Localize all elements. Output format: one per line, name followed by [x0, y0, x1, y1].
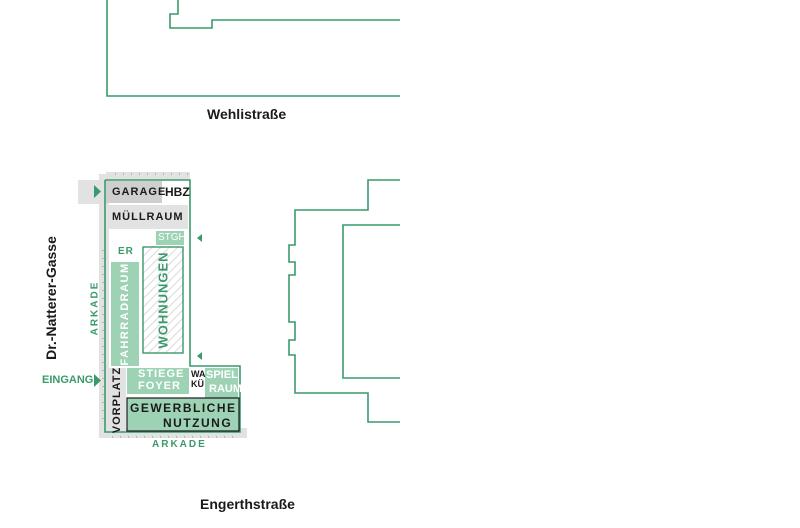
stgh-block — [156, 231, 184, 245]
label-arkade-bottom: ARKADE — [152, 439, 207, 450]
building-outline-right-outer — [288, 179, 400, 423]
label-er: ER — [118, 246, 134, 257]
label-kue: KÜ — [191, 379, 204, 389]
eingang-arrow — [94, 374, 101, 387]
building-outline-right-inner — [342, 224, 400, 379]
label-fahrradraum: FAHRRADRAUM — [119, 262, 131, 366]
gewerbliche-inner — [126, 397, 240, 432]
label-vorplatz: VORPLATZ — [111, 366, 123, 434]
building-outline-top-step — [169, 0, 400, 29]
label-garage: GARAGE — [112, 186, 167, 198]
label-muellraum: MÜLLRAUM — [112, 211, 184, 223]
fahrradraum-block — [111, 262, 139, 366]
muellraum-block — [106, 205, 188, 229]
label-arkade-side: ARKADE — [89, 280, 101, 336]
garage-block — [106, 181, 162, 203]
street-label-left: Dr.-Natterer-Gasse — [43, 236, 59, 360]
label-foyer: FOYER — [138, 380, 181, 392]
marker-upper — [197, 234, 202, 242]
wohnungen-block — [142, 246, 184, 354]
label-wa: WA — [191, 369, 206, 379]
marker-lower — [197, 352, 202, 360]
label-gewerbliche: GEWERBLICHE — [130, 401, 237, 415]
street-label-bottom: Engerthstraße — [200, 496, 295, 512]
label-stgh: STGH — [158, 232, 186, 243]
street-label-top: Wehlistraße — [207, 106, 287, 122]
building-outline-top — [106, 0, 400, 97]
label-stiege: STIEGE — [138, 368, 185, 380]
label-wohnungen: WOHNUNGEN — [155, 251, 171, 349]
wohnungen-hatch — [142, 246, 184, 354]
garage-entry-arrow — [94, 185, 101, 198]
entrance-underlay — [78, 180, 108, 204]
spielraum-block — [205, 368, 238, 398]
arcade-underlay — [99, 174, 109, 436]
label-spiel: SPIEL — [206, 369, 238, 381]
label-hbz: HBZ — [165, 185, 190, 199]
stiege-foyer-block — [127, 368, 189, 394]
label-raum: RAUM — [209, 383, 242, 395]
label-eingang: EINGANG — [42, 374, 94, 386]
arcade-underlay-bottom — [99, 428, 247, 438]
gewerbliche-block — [127, 398, 239, 431]
label-nutzung: NUTZUNG — [163, 416, 233, 430]
building-outline-main — [104, 179, 241, 433]
arcade-underlay-top — [106, 172, 190, 180]
vorplatz-block — [108, 368, 126, 430]
